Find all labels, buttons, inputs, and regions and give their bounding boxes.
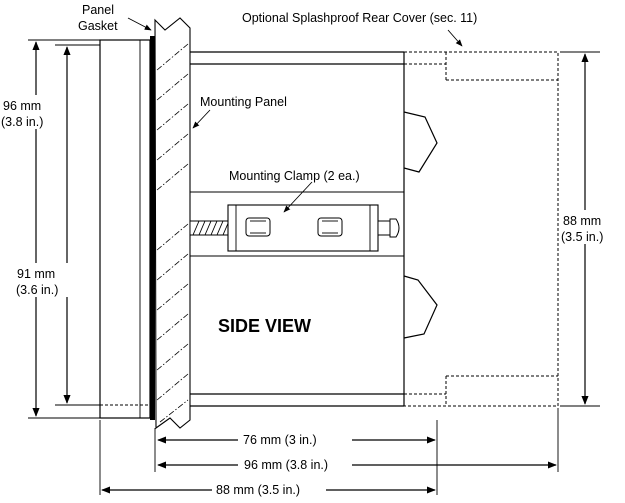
mounting-panel	[154, 17, 191, 430]
leader-lines	[127, 17, 463, 213]
panel-gasket-label-line2: Gasket	[78, 19, 118, 33]
depth-behind-panel-label: 76 mm (3 in.)	[243, 433, 317, 447]
depth-extension-lines	[99, 408, 559, 495]
side-view-label: SIDE VIEW	[218, 316, 311, 336]
rear-cover-label: Optional Splashproof Rear Cover (sec. 11…	[242, 11, 477, 25]
rear-terminal-tabs	[403, 111, 438, 339]
mounting-clamp-label: Mounting Clamp (2 ea.)	[229, 169, 360, 183]
mounting-clamp	[189, 204, 400, 252]
horizontal-dimensions	[101, 436, 557, 494]
panel-gasket	[150, 36, 155, 420]
bezel-height-in: (3.6 in.)	[16, 283, 58, 297]
overall-height-in: (3.8 in.)	[1, 115, 43, 129]
rear-height-mm: 88 mm	[563, 214, 601, 228]
depth-with-cover-label: 96 mm (3.8 in.)	[244, 458, 328, 472]
depth-from-front-label: 88 mm (3.5 in.)	[216, 483, 300, 497]
rear-cover-outline	[403, 51, 559, 407]
front-bezel	[99, 39, 151, 419]
rear-height-in: (3.5 in.)	[561, 230, 603, 244]
bezel-height-mm: 91 mm	[17, 267, 55, 281]
extension-lines	[28, 39, 600, 419]
panel-gasket-label-line1: Panel	[82, 3, 114, 17]
mounting-panel-label: Mounting Panel	[200, 95, 287, 109]
overall-height-mm: 96 mm	[3, 99, 41, 113]
